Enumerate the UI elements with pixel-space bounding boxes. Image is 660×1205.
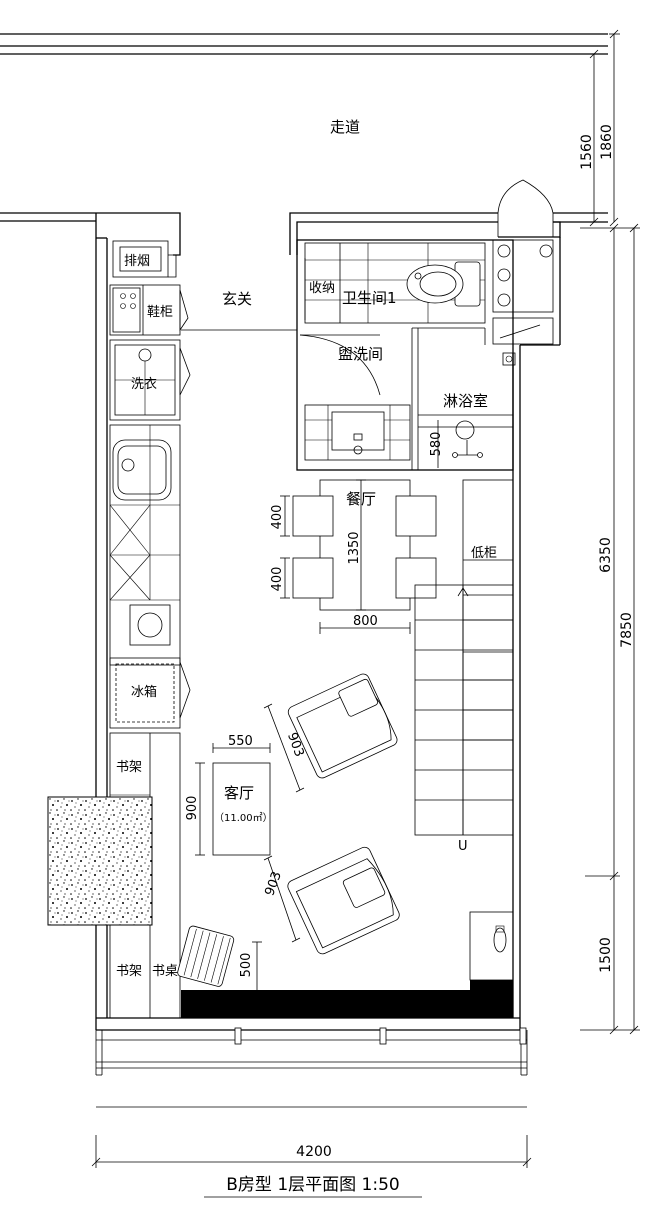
dim-800-label: 800: [353, 614, 378, 629]
dim-550-label: 550: [228, 734, 253, 749]
corridor-label: 走道: [330, 118, 360, 136]
bathroom-label: 卫生间1: [342, 289, 397, 307]
washroom-label: 盥洗间: [338, 345, 383, 363]
entrance-label: 玄关: [222, 290, 252, 308]
shoe-cabinet-label: 鞋柜: [147, 304, 173, 320]
laundry-label: 洗衣: [131, 376, 157, 392]
dim-900-label: 900: [185, 796, 200, 821]
bathroom-block: [296, 239, 554, 471]
bookshelf-top-label: 书架: [116, 760, 142, 775]
right-dimensions: [580, 29, 640, 1035]
dim-1350-label: 1350: [347, 531, 362, 564]
dim-1500: 1500: [598, 937, 614, 973]
dim-1860: 1860: [599, 124, 615, 160]
corridor: [0, 33, 608, 256]
dining-table: [280, 479, 437, 634]
stair-mark-label: U: [458, 839, 468, 854]
living-furniture: [177, 673, 400, 990]
dim-7850: 7850: [619, 612, 635, 648]
staircase: [414, 479, 514, 981]
living-label: 客厅: [224, 784, 254, 802]
dim-1560: 1560: [579, 134, 595, 170]
dining-label: 餐厅: [346, 490, 376, 508]
dim-580-label: 580: [429, 432, 444, 457]
desk-label: 书桌: [152, 964, 178, 979]
storage-label: 收纳: [309, 281, 335, 296]
drawing-title: B房型 1层平面图 1:50: [226, 1175, 399, 1195]
dim-4200: 4200: [296, 1144, 332, 1160]
fridge-label: 冰箱: [131, 684, 157, 700]
smoke-exhaust-label: 排烟: [124, 254, 150, 269]
dim-903b-label: 903: [262, 870, 285, 898]
kitchen-cabinets: [47, 240, 191, 1019]
dim-400b-label: 400: [270, 567, 285, 592]
low-cabinet-label: 低柜: [471, 546, 497, 561]
living-area-label: （11.00㎡）: [214, 812, 273, 824]
shower-label: 淋浴室: [443, 392, 488, 410]
bottom-dimension: [91, 1106, 532, 1168]
dim-400a-label: 400: [270, 505, 285, 530]
outer-walls: [95, 221, 561, 1076]
bookshelf-bottom-label: 书架: [116, 964, 142, 979]
dim-6350: 6350: [598, 537, 614, 573]
dim-500-label: 500: [239, 953, 254, 978]
